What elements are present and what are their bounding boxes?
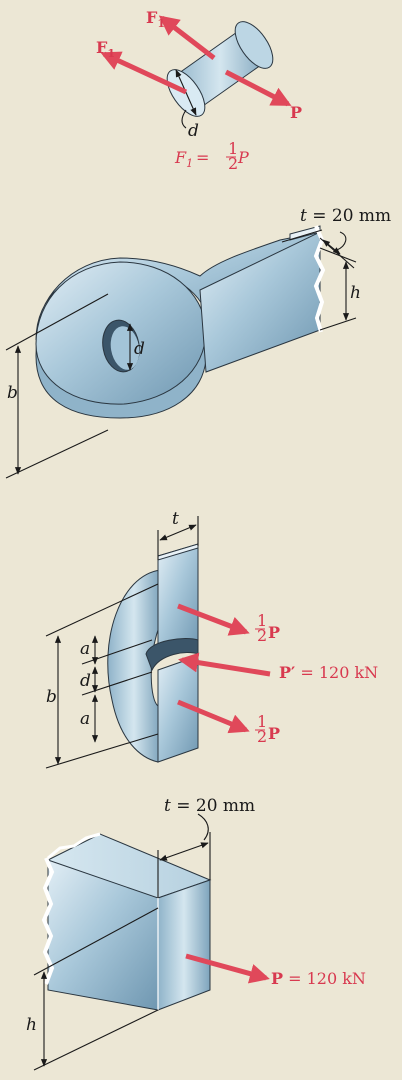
pin-end-far (234, 21, 274, 69)
bar-end-face (157, 879, 211, 1011)
d-label-eye: d (80, 671, 91, 691)
half-p-top-arrow (177, 603, 250, 636)
bar-break-line (41, 857, 55, 985)
t-label-link: t = 20 mm (300, 206, 391, 226)
pin-diameter-dim (175, 69, 197, 116)
svg-text:2: 2 (257, 727, 267, 746)
t-label-eye: t (172, 509, 179, 529)
b-ext-top (5, 293, 109, 351)
h-ext-bottom (319, 317, 357, 331)
pin-d-leader (181, 109, 187, 129)
h-ext-bottom-bar (33, 1009, 159, 1071)
p-prime-arrow (178, 652, 271, 677)
svg-text:P: P (268, 724, 280, 743)
half-p-top-label: 1 2 P (255, 611, 280, 645)
half-p-bottom-label: 1 2 P (255, 712, 280, 746)
f1-left-label: F1 (96, 38, 115, 60)
a-top-label: a (80, 639, 90, 659)
h-ext-top (319, 247, 357, 263)
link-d-label: d (134, 339, 145, 359)
f1-left-arrow (100, 51, 188, 95)
eq-den: 2 (228, 154, 238, 173)
bar-section-figure: t = 20 mm P = 120 kN h (26, 796, 366, 1071)
eq-p: P (237, 148, 249, 167)
p-arrow-pin (224, 69, 292, 107)
t-leader (336, 231, 347, 251)
t-dim-arrow-bar (159, 842, 209, 861)
bar-break-top (47, 832, 101, 860)
t-ext-line-2 (319, 237, 355, 269)
h-label-link: h (350, 283, 361, 303)
svg-text:1: 1 (257, 712, 267, 731)
link-figure: d t = 20 mm h b (5, 206, 391, 479)
a-bottom-label: a (80, 709, 90, 729)
eq-equals: = (196, 148, 209, 167)
pin-figure: F1 F1 P d F1 = 1 2 P (96, 8, 302, 173)
t-leader-bar (197, 813, 209, 841)
eye-ext-4 (45, 733, 159, 769)
p-prime-label: P′ = 120 kN (279, 663, 378, 682)
svg-text:1: 1 (257, 611, 267, 630)
f1-top-arrow (158, 15, 216, 60)
eye-ext-1 (45, 583, 159, 637)
b-label-link: b (7, 383, 18, 403)
eq-f: F1 (174, 148, 193, 170)
half-p-bottom-arrow (177, 699, 250, 734)
p-arrow-bar (185, 953, 270, 984)
t-ext-line-1 (281, 229, 323, 243)
p-label-pin: P (290, 103, 302, 122)
f1-equation: F1 = 1 2 P (174, 139, 249, 173)
eq-num: 1 (228, 139, 238, 158)
p-label-bar: P = 120 kN (271, 969, 366, 988)
svg-text:P: P (268, 623, 280, 642)
b-ext-bottom (5, 429, 109, 479)
link-break-line (313, 225, 326, 333)
svg-text:2: 2 (257, 626, 267, 645)
eye-curved-back (107, 569, 161, 763)
t-label-bar: t = 20 mm (164, 796, 255, 816)
h-label-bar: h (26, 1015, 37, 1035)
h-ext-top-bar (33, 907, 159, 976)
eye-section-figure: t a d a b 1 2 P P′ = 120 kN 1 2 P (45, 509, 378, 769)
f1-top-label: F1 (146, 8, 165, 30)
d-label-pin: d (188, 121, 199, 141)
t-dim-arrow (322, 239, 341, 255)
b-label-eye: b (46, 687, 57, 707)
eye-section-upper (157, 543, 199, 655)
t-dim-arrow-eye (159, 524, 197, 541)
